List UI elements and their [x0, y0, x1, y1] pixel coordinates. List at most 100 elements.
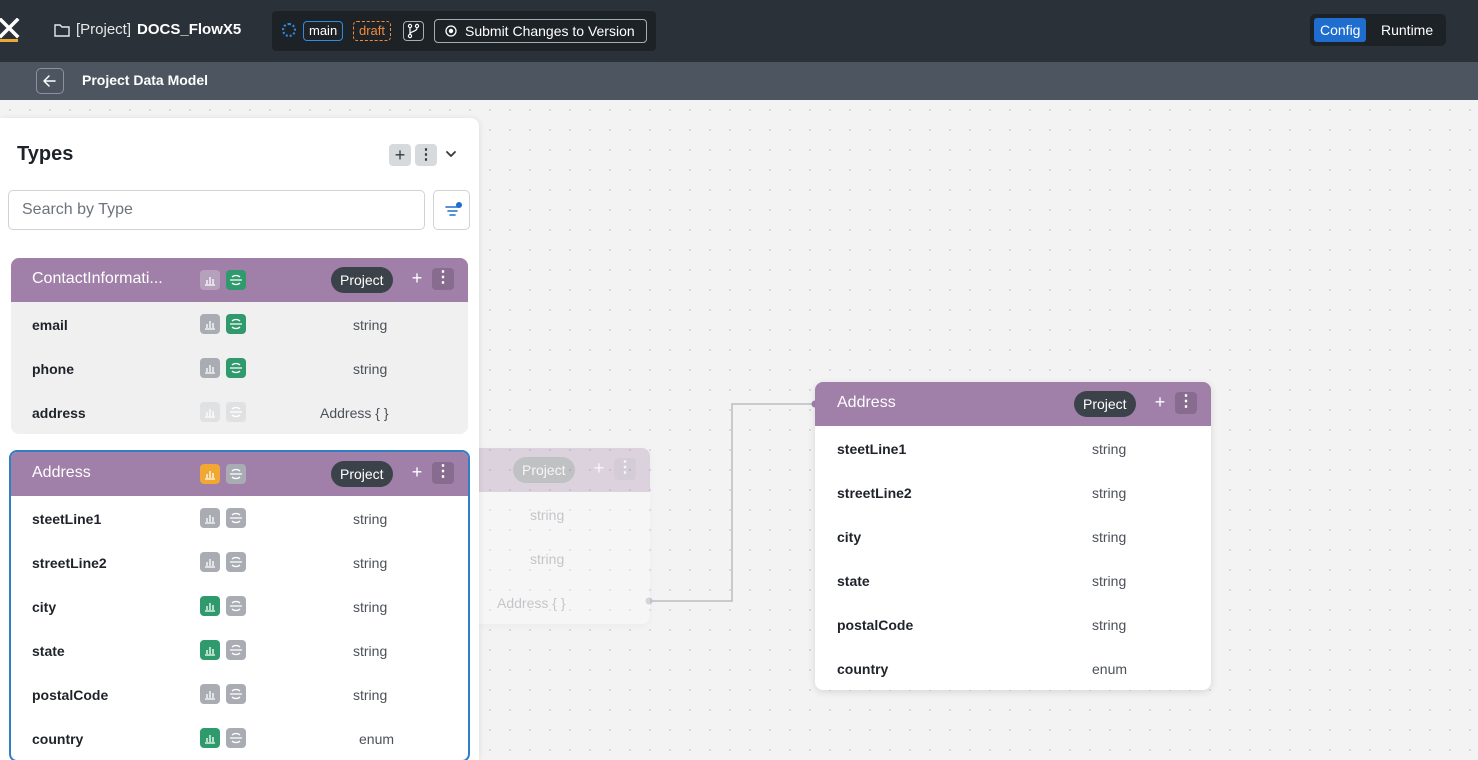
field-name: country: [32, 731, 84, 747]
add-field-button[interactable]: +: [1154, 392, 1166, 412]
field-name: address: [32, 405, 86, 421]
project-name: DOCS_FlowX5: [137, 21, 242, 38]
node-title: Address: [837, 394, 896, 411]
bar-chart-icon[interactable]: [200, 640, 220, 660]
masking-icon[interactable]: [226, 728, 246, 748]
field-type: string: [353, 511, 388, 527]
field-type: string: [530, 551, 565, 567]
field-type: string: [353, 317, 388, 333]
bar-chart-icon[interactable]: [200, 728, 220, 748]
masking-icon[interactable]: [226, 684, 246, 704]
field-type: string: [353, 599, 388, 615]
field-type: Address { }: [497, 595, 566, 611]
back-button[interactable]: [36, 68, 64, 94]
filter-icon: [445, 202, 462, 216]
project-breadcrumb[interactable]: [Project] DOCS_FlowX5: [54, 21, 241, 38]
card-title: Address: [32, 464, 91, 481]
more-options-button[interactable]: ⋮: [1175, 392, 1197, 414]
bar-chart-icon[interactable]: [200, 270, 220, 290]
field-type: string: [353, 643, 388, 659]
field-type: string: [1092, 529, 1127, 545]
field-type: string: [1092, 441, 1127, 457]
field-row[interactable]: postalCode string: [815, 602, 1211, 646]
field-type: enum: [1092, 661, 1128, 677]
masking-icon[interactable]: [226, 508, 246, 528]
masking-icon[interactable]: [226, 596, 246, 616]
field-type: string: [1092, 617, 1127, 633]
masking-icon[interactable]: [226, 270, 246, 290]
field-name: city: [32, 599, 57, 615]
card-header: ContactInformati... Project + ⋮: [11, 258, 468, 302]
branch-badge[interactable]: main: [303, 21, 344, 41]
field-type: string: [1092, 573, 1127, 589]
field-row[interactable]: string: [300, 536, 650, 580]
bar-chart-icon[interactable]: [200, 464, 220, 484]
field-row[interactable]: streetLine2 string: [11, 540, 468, 584]
add-type-button[interactable]: +: [389, 144, 411, 166]
field-type: string: [353, 687, 388, 703]
folder-icon: [54, 23, 70, 37]
node-header: Address Project + ⋮: [815, 382, 1211, 426]
type-card-contact-information[interactable]: ContactInformati... Project + ⋮ email st…: [11, 258, 468, 434]
chevron-down-icon[interactable]: [443, 146, 459, 162]
field-row[interactable]: email string: [11, 302, 468, 346]
project-prefix: [Project]: [76, 21, 132, 38]
field-name: email: [32, 317, 68, 333]
masking-icon[interactable]: [226, 358, 246, 378]
filter-button[interactable]: [433, 190, 470, 230]
masking-icon[interactable]: [226, 314, 246, 334]
field-name: steetLine1: [32, 511, 102, 527]
type-card-address[interactable]: Address Project + ⋮ steetLine1 string st…: [9, 450, 470, 760]
bar-chart-icon[interactable]: [200, 358, 220, 378]
field-row[interactable]: string: [300, 492, 650, 536]
field-type: string: [353, 361, 388, 377]
field-name: postalCode: [837, 617, 914, 633]
masking-icon[interactable]: [226, 640, 246, 660]
field-row[interactable]: country enum: [11, 716, 468, 760]
bar-chart-icon[interactable]: [200, 596, 220, 616]
panel-options-button[interactable]: ⋮: [415, 144, 437, 166]
field-row[interactable]: steetLine1 string: [11, 496, 468, 540]
field-row[interactable]: state string: [11, 628, 468, 672]
add-field-button[interactable]: +: [411, 268, 423, 288]
add-field-button[interactable]: +: [593, 458, 605, 478]
add-field-button[interactable]: +: [411, 462, 423, 482]
bar-chart-icon[interactable]: [200, 552, 220, 572]
field-name: streetLine2: [32, 555, 107, 571]
field-row[interactable]: state string: [815, 558, 1211, 602]
bar-chart-icon: [200, 402, 220, 422]
submit-changes-label: Submit Changes to Version: [465, 23, 635, 39]
scope-badge: Project: [513, 457, 575, 483]
field-row[interactable]: address Address { }: [11, 390, 468, 434]
bar-chart-icon[interactable]: [200, 684, 220, 704]
field-name: state: [837, 573, 870, 589]
bar-chart-icon[interactable]: [200, 314, 220, 334]
arrow-left-icon: [43, 75, 56, 87]
runtime-mode-button[interactable]: Runtime: [1381, 22, 1434, 38]
masking-icon[interactable]: [226, 464, 246, 484]
more-options-button[interactable]: ⋮: [432, 268, 454, 290]
field-row[interactable]: phone string: [11, 346, 468, 390]
record-icon: [445, 25, 457, 37]
more-options-button[interactable]: ⋮: [614, 458, 636, 480]
branch-fork-button[interactable]: [403, 21, 424, 41]
masking-icon: [226, 402, 246, 422]
field-type: Address { }: [320, 405, 389, 421]
field-type: enum: [359, 731, 395, 747]
more-options-button[interactable]: ⋮: [432, 462, 454, 484]
masking-icon[interactable]: [226, 552, 246, 572]
search-input[interactable]: [9, 191, 424, 229]
field-row[interactable]: postalCode string: [11, 672, 468, 716]
x-logo-icon[interactable]: [0, 17, 22, 44]
field-row[interactable]: country enum: [815, 646, 1211, 690]
bar-chart-icon[interactable]: [200, 508, 220, 528]
field-name: country: [837, 661, 889, 677]
field-row[interactable]: Address { }: [300, 580, 650, 624]
submit-changes-button[interactable]: Submit Changes to Version: [434, 19, 647, 43]
config-mode-button[interactable]: Config: [1314, 18, 1367, 42]
field-row[interactable]: city string: [11, 584, 468, 628]
